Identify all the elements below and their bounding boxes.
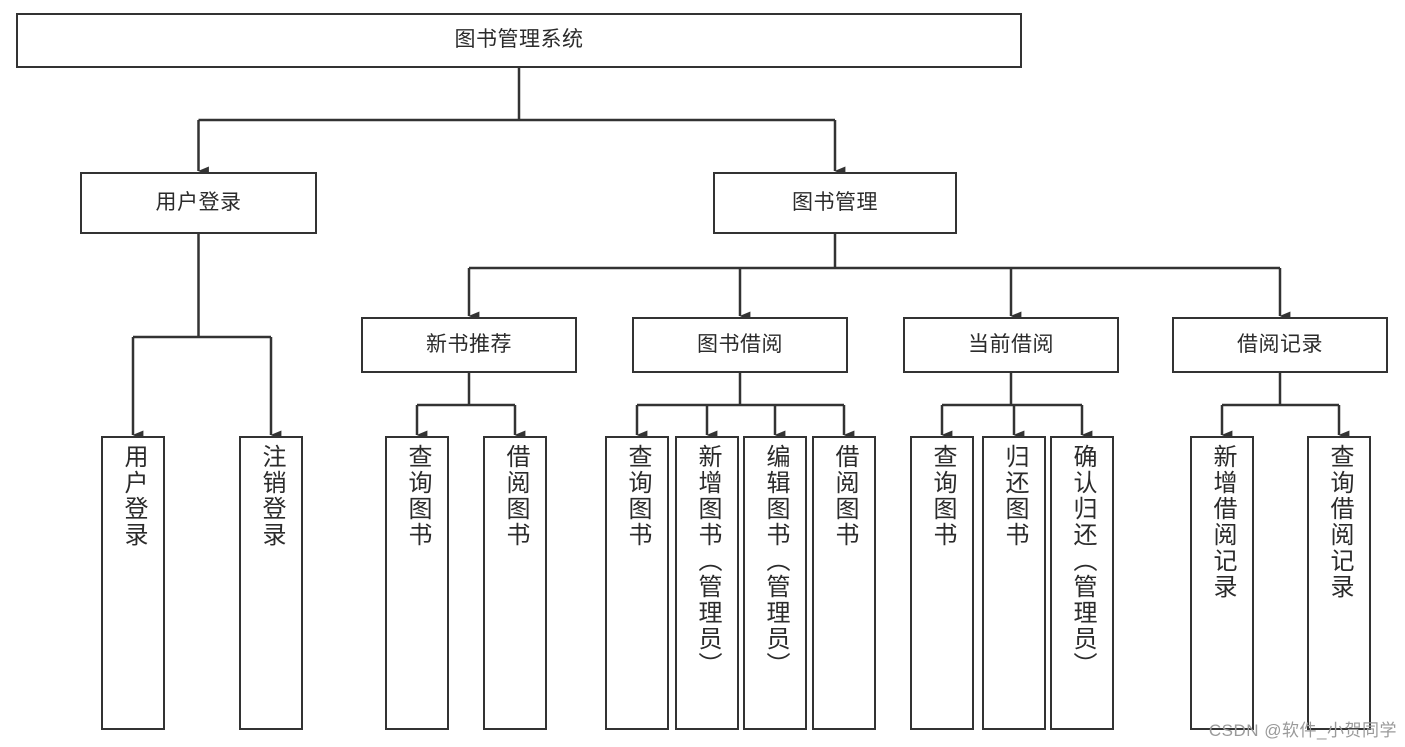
node-leaf-leaf-add-record: 新增借阅记录 [1190, 436, 1254, 730]
node-label: 查询图书 [404, 444, 431, 548]
node-label: 确认归还（管理员） [1069, 444, 1096, 678]
node-leaf-leaf-return-book: 归还图书 [982, 436, 1046, 730]
node-leaf-leaf-query-record: 查询借阅记录 [1307, 436, 1371, 730]
node-label: 新增图书（管理员） [694, 444, 721, 678]
node-label: 查询图书 [624, 444, 651, 548]
node-label: 注销登录 [258, 444, 285, 548]
node-label: 新书推荐 [426, 332, 512, 356]
node-leaf-leaf-borrow-book-1: 借阅图书 [483, 436, 547, 730]
node-label: 用户登录 [155, 190, 242, 214]
watermark: CSDN @软件_小贺同学 [1208, 721, 1397, 740]
node-level2-new-book-rec: 新书推荐 [361, 317, 577, 373]
node-label: 新增借阅记录 [1209, 444, 1236, 600]
node-label: 编辑图书（管理员） [762, 444, 789, 678]
node-leaf-leaf-borrow-book-2: 借阅图书 [812, 436, 876, 730]
node-label: 图书管理系统 [454, 28, 584, 52]
node-leaf-leaf-query-book-2: 查询图书 [605, 436, 669, 730]
node-label: 借阅记录 [1237, 332, 1323, 356]
edge-paths [131, 68, 1350, 440]
node-label: 用户登录 [120, 444, 147, 548]
node-level1-book-manage: 图书管理 [713, 172, 957, 234]
node-label: 查询借阅记录 [1326, 444, 1353, 600]
node-root: 图书管理系统 [16, 13, 1022, 68]
node-label: 借阅图书 [831, 444, 858, 548]
node-level2-book-borrow: 图书借阅 [632, 317, 848, 373]
node-leaf-leaf-add-book: 新增图书（管理员） [675, 436, 739, 730]
node-leaf-leaf-query-book-3: 查询图书 [910, 436, 974, 730]
node-label: 图书借阅 [697, 332, 783, 356]
node-leaf-leaf-user-login: 用户登录 [101, 436, 165, 730]
node-label: 借阅图书 [502, 444, 529, 548]
node-label: 图书管理 [792, 190, 878, 214]
node-level1-user-login: 用户登录 [80, 172, 317, 234]
node-label: 查询图书 [929, 444, 956, 548]
node-leaf-leaf-confirm-return: 确认归还（管理员） [1050, 436, 1114, 730]
node-label: 当前借阅 [968, 332, 1054, 356]
node-level2-borrow-record: 借阅记录 [1172, 317, 1388, 373]
node-leaf-leaf-edit-book: 编辑图书（管理员） [743, 436, 807, 730]
node-leaf-leaf-query-book-1: 查询图书 [385, 436, 449, 730]
node-leaf-leaf-user-logout: 注销登录 [239, 436, 303, 730]
node-label: 归还图书 [1001, 444, 1028, 548]
node-level2-current-borrow: 当前借阅 [903, 317, 1119, 373]
